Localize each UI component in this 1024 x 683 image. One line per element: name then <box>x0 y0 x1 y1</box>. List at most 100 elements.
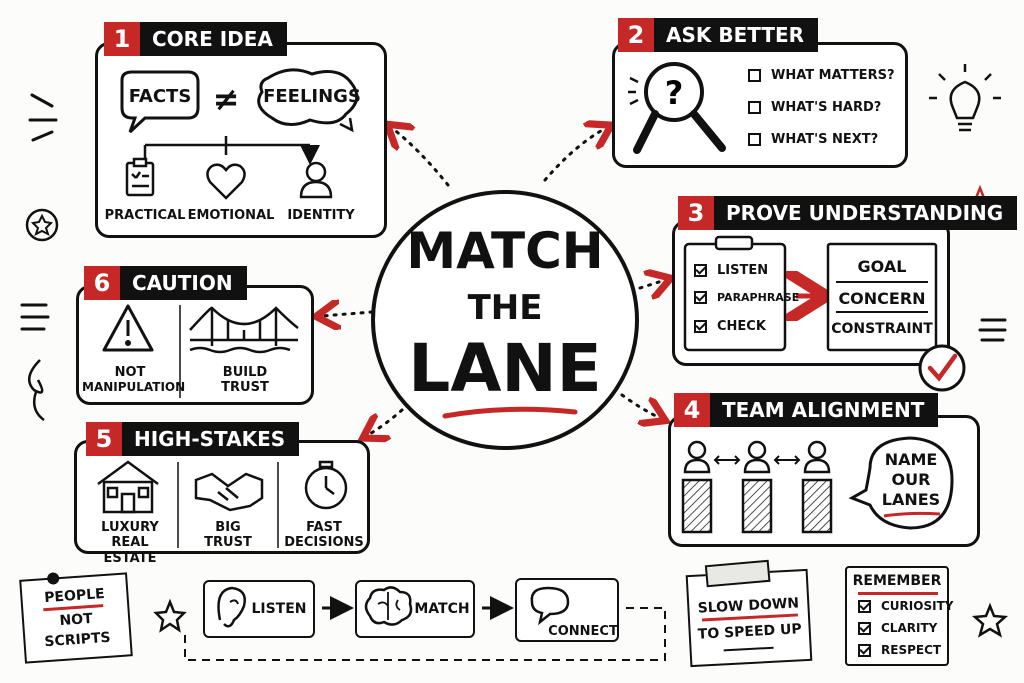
swirl-doodle <box>27 359 45 422</box>
center-underline <box>442 406 578 419</box>
prove-number: 3 <box>678 196 714 230</box>
ask-better-number: 2 <box>618 18 654 52</box>
caution-item-1-line1: NOT <box>114 365 146 380</box>
team-bubble-line3: LANES <box>881 490 941 509</box>
clipboard-icon <box>125 157 155 197</box>
stakes-item-3-line2: DECISIONS <box>284 535 364 550</box>
caution-panel <box>76 285 314 405</box>
stakes-tag: 5 HIGH-STAKES <box>86 422 300 456</box>
core-idea-number: 1 <box>104 22 140 56</box>
remember-underline <box>858 592 938 595</box>
person-icon <box>299 161 333 199</box>
flow-connect-text: CONNECT <box>548 624 618 639</box>
remember-item-2: CLARITY <box>858 621 937 635</box>
flow-step-connect <box>515 578 619 642</box>
remember-item-1-text: CURIOSITY <box>881 599 954 613</box>
remember-item-3: RESPECT <box>858 643 941 657</box>
tape-strip <box>704 559 771 588</box>
stakes-item-2-line2: TRUST <box>204 535 252 550</box>
caution-number: 6 <box>84 266 120 300</box>
arrow-to-stakes <box>368 408 404 435</box>
checkbox-checked-icon <box>858 621 871 635</box>
prove-step-3: CHECK <box>694 319 766 334</box>
prove-outcome-constraint: CONSTRAINT <box>831 321 933 337</box>
ask-question-1: WHAT MATTERS? <box>748 68 894 83</box>
flow-step-listen <box>203 580 315 638</box>
note-right-squiggle <box>723 646 774 652</box>
stakes-item-3-line1: FAST <box>306 520 342 535</box>
neq-symbol: ≠ <box>212 80 240 118</box>
star-bottom-left <box>153 598 187 633</box>
team-person-icon <box>747 440 767 460</box>
caution-tag: 6 CAUTION <box>84 266 247 300</box>
team-tag: 4 TEAM ALIGNMENT <box>674 393 939 427</box>
checkbox-checked-icon <box>694 320 707 333</box>
ask-question-2-text: WHAT'S HARD? <box>771 100 882 115</box>
ask-question-2: WHAT'S HARD? <box>748 100 881 115</box>
lines-doodle-right <box>978 318 1007 342</box>
team-number: 4 <box>674 393 710 427</box>
caution-title: CAUTION <box>132 271 233 295</box>
remember-item-3-text: RESPECT <box>881 643 942 657</box>
center-title-line1: MATCH <box>406 222 604 280</box>
caution-item-2-line1: BUILD <box>222 365 268 380</box>
warning-icon <box>102 304 154 352</box>
arrow-to-core <box>392 128 450 187</box>
remember-item-1: CURIOSITY <box>858 599 953 613</box>
prove-title: PROVE UNDERSTANDING <box>726 201 1004 225</box>
checkbox-checked-icon <box>694 291 707 304</box>
core-item-emotional: EMOTIONAL <box>187 208 275 223</box>
prove-outcome-goal: GOAL <box>857 257 907 276</box>
prove-step-2-text: PARAPHRASE <box>717 291 800 304</box>
flow-loop <box>184 607 666 661</box>
stakes-item-1-line2: REAL ESTATE <box>103 535 157 566</box>
prove-outcome-concern: CONCERN <box>838 289 926 308</box>
checkbox-checked-icon <box>858 643 871 657</box>
team-person-icon <box>687 440 707 460</box>
facts-bubble: FACTS <box>128 86 192 107</box>
core-idea-title: CORE IDEA <box>152 27 273 51</box>
team-person-icon <box>807 440 827 460</box>
checkbox-icon <box>748 133 761 146</box>
flow-match-text: MATCH <box>414 601 470 617</box>
spark-lines-left <box>28 93 58 142</box>
ask-question-1-text: WHAT MATTERS? <box>771 68 895 83</box>
arrow-to-caution <box>322 312 374 316</box>
arrow-to-ask <box>543 128 606 182</box>
note-right-line2: TO SPEED UP <box>697 621 803 643</box>
bridge-icon <box>189 306 299 354</box>
ask-better-title: ASK BETTER <box>666 23 805 47</box>
stakes-item-2-line1: BIG <box>215 520 241 535</box>
house-icon <box>97 460 159 514</box>
ask-question-3-text: WHAT'S NEXT? <box>771 132 879 147</box>
core-item-identity: IDENTITY <box>287 208 355 223</box>
team-title: TEAM ALIGNMENT <box>722 398 925 422</box>
flow-listen-text: LISTEN <box>251 601 307 617</box>
remember-title: REMEMBER <box>852 573 942 589</box>
prove-step-3-text: CHECK <box>717 319 766 334</box>
stakes-title: HIGH-STAKES <box>134 427 286 451</box>
prove-step-2: PARAPHRASE <box>694 291 799 304</box>
core-item-practical: PRACTICAL <box>104 208 186 223</box>
stakes-number: 5 <box>86 422 122 456</box>
checkbox-icon <box>748 101 761 114</box>
handshake-icon <box>194 472 264 512</box>
svg-text:?: ? <box>665 74 684 112</box>
checkbox-icon <box>748 69 761 82</box>
ask-better-tag: 2 ASK BETTER <box>618 18 819 52</box>
center-title-line3: LANE <box>408 330 602 407</box>
lines-doodle-left <box>20 303 50 331</box>
center-circle <box>371 190 639 450</box>
remember-item-2-text: CLARITY <box>881 621 938 635</box>
checkbox-checked-icon <box>694 264 707 277</box>
core-idea-tag: 1 CORE IDEA <box>104 22 287 56</box>
ask-question-3: WHAT'S NEXT? <box>748 132 878 147</box>
team-bubble-line2: OUR <box>891 470 931 489</box>
